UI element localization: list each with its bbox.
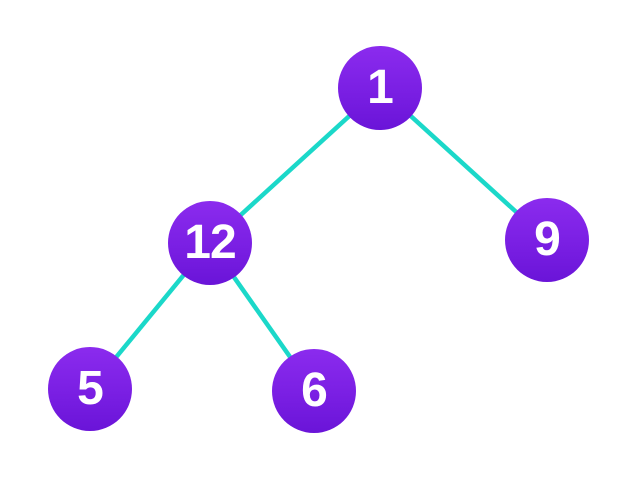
node-12-value: 12 bbox=[184, 216, 236, 269]
tree-node-6: 6 bbox=[272, 349, 356, 433]
tree-node-9: 9 bbox=[505, 198, 589, 282]
node-5-value: 5 bbox=[77, 362, 104, 415]
node-1-value: 1 bbox=[367, 61, 394, 114]
tree-node-5: 5 bbox=[48, 347, 132, 431]
node-6-value: 6 bbox=[301, 364, 328, 417]
node-9-value: 9 bbox=[534, 213, 561, 266]
tree-node-1: 1 bbox=[338, 46, 422, 130]
tree-node-12: 12 bbox=[168, 201, 252, 285]
